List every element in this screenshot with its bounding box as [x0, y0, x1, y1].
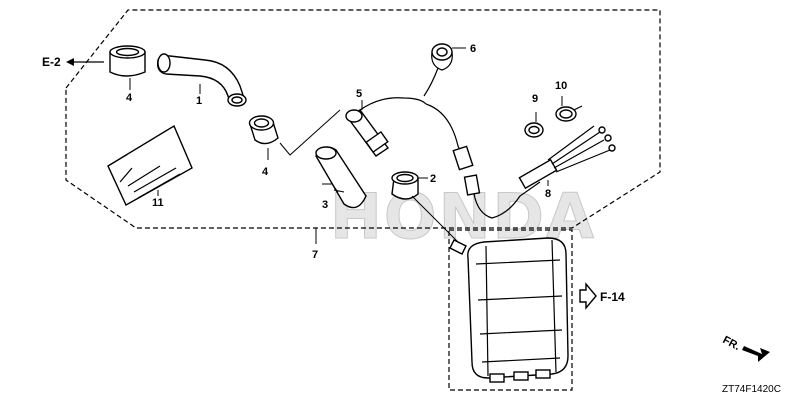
part-1-bent-hose: 1: [156, 53, 247, 107]
svg-text:11: 11: [152, 197, 164, 209]
harness-loop: [473, 181, 541, 219]
drawing-code: ZT74F1420C: [722, 384, 781, 395]
svg-text:F-14: F-14: [600, 290, 625, 304]
e2-reference: E-2: [42, 55, 104, 69]
f14-reference: F-14: [579, 282, 625, 310]
svg-text:3: 3: [322, 199, 328, 211]
svg-text:1: 1: [196, 95, 202, 107]
svg-text:2: 2: [430, 173, 436, 185]
honda-watermark: HONDA: [330, 180, 596, 253]
wire-harness: [425, 103, 463, 155]
svg-text:4: 4: [262, 166, 269, 178]
svg-text:FR.: FR.: [721, 334, 742, 353]
part-4-sleeve-lower: 4: [248, 115, 279, 178]
svg-text:4: 4: [126, 92, 133, 104]
svg-text:6: 6: [470, 43, 476, 55]
svg-text:10: 10: [555, 80, 567, 92]
part-3-hose: 3: [315, 146, 367, 211]
part-2-grommet: 2: [391, 171, 436, 200]
harness-connector-lower: [463, 174, 481, 196]
harness-connector-upper: [452, 145, 474, 171]
part-9-clamp: 9: [524, 93, 544, 138]
part-10-clamp: 10: [555, 80, 583, 122]
assembly-outline: [65, 9, 661, 229]
part-8-sensor: 8: [518, 125, 616, 200]
fuel-tank: [449, 237, 569, 383]
front-direction-indicator: FR.: [721, 334, 770, 362]
part-5-connector: 5: [345, 88, 427, 157]
svg-text:5: 5: [356, 88, 362, 100]
part-11-caution-label: 11: [107, 124, 193, 209]
part-4-sleeve-upper: 4: [109, 45, 146, 104]
part-6-clip: 6: [423, 43, 476, 97]
svg-text:7: 7: [312, 249, 318, 261]
tank-area-outline: [448, 229, 573, 391]
part-7-callout: 7: [312, 228, 318, 261]
svg-text:8: 8: [545, 188, 551, 200]
leader-to-tank: [411, 195, 459, 243]
svg-text:E-2: E-2: [42, 55, 61, 69]
leader-sleeve-to-valve: [279, 109, 341, 156]
svg-text:9: 9: [532, 93, 538, 105]
